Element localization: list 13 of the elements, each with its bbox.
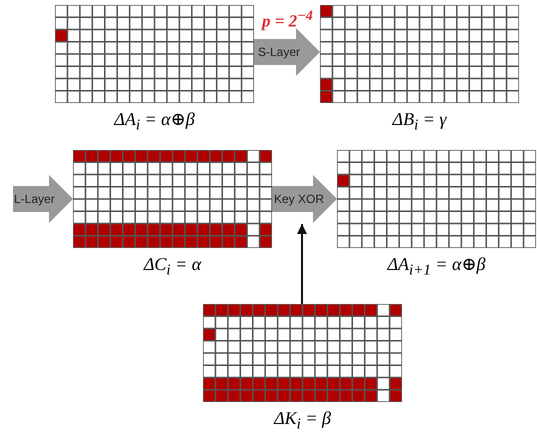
edge-label: Key XOR [274, 192, 324, 206]
block-arrow [13, 175, 73, 223]
formula-caption: ΔK$_{i}$ = β [274, 408, 331, 434]
formula-caption: ΔA$_{i}$ = α⊕β [114, 109, 195, 135]
block-arrow [272, 175, 337, 223]
edge-label: S-Layer [258, 45, 300, 59]
block-arrow [254, 28, 320, 76]
formula-caption: ΔC$_{i}$ = α [144, 254, 202, 280]
formula-caption: ΔA$_{i+1}$ = α⊕β [387, 254, 486, 280]
formula-caption: ΔB$_{i}$ = γ [392, 109, 446, 135]
arrow [297, 224, 307, 304]
probability-label: p = 2$^{−4}$ [262, 8, 313, 32]
edge-label: L-Layer [14, 192, 55, 206]
